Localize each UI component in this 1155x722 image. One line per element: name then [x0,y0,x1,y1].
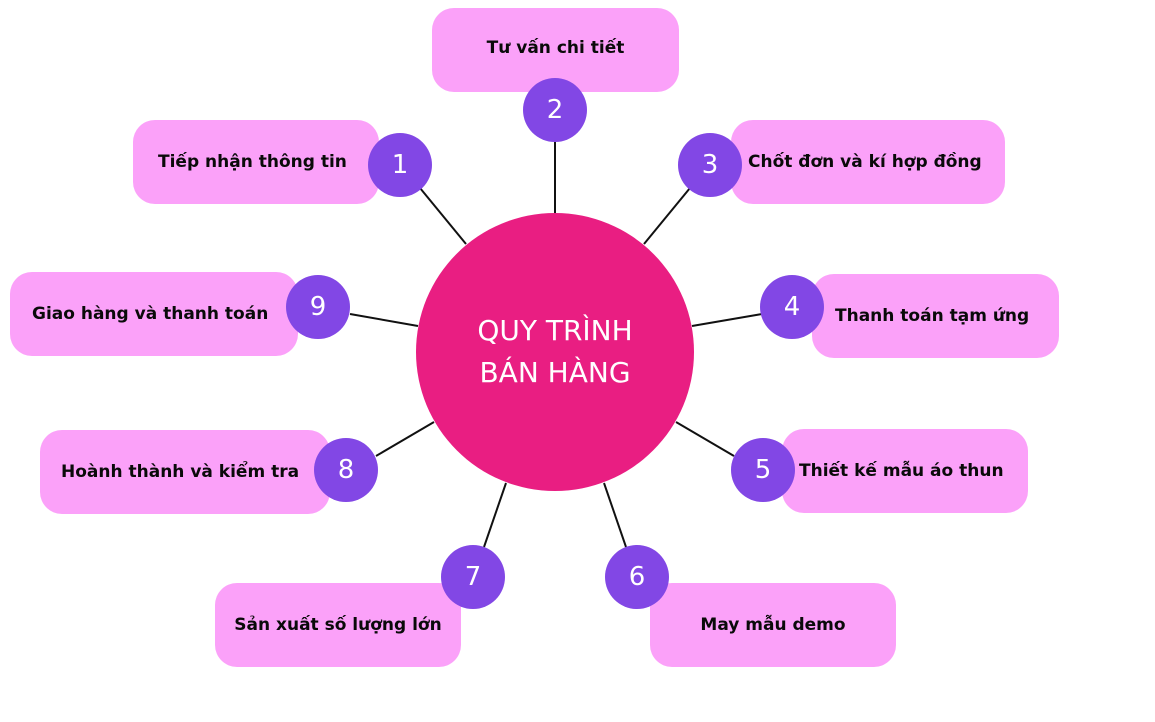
step-6-box: May mẫu demo [650,583,896,667]
connector-9 [349,313,419,327]
connector-6 [603,482,627,548]
connector-1 [419,187,467,245]
connector-4 [691,313,763,327]
step-9-label: Giao hàng và thanh toán [32,304,269,324]
step-9-badge: 9 [286,275,350,339]
step-6-label: May mẫu demo [700,615,846,635]
step-4-box: Thanh toán tạm ứng [812,274,1059,358]
step-9-box: Giao hàng và thanh toán [10,272,298,356]
step-5-box: Thiết kế mẫu áo thun [782,429,1028,513]
step-5-badge: 5 [731,438,795,502]
step-8-badge: 8 [314,438,378,502]
connector-7 [483,482,507,548]
hub-title-line-2: BÁN HÀNG [479,356,631,389]
connector-3 [643,187,691,245]
step-1-badge: 1 [368,133,432,197]
hub-title-line-1: QUY TRÌNH [477,314,633,347]
step-1-label: Tiếp nhận thông tin [158,152,347,172]
connector-8 [375,421,435,457]
step-4-badge: 4 [760,275,824,339]
step-7-badge: 7 [441,545,505,609]
step-8-box: Hoành thành và kiểm tra [40,430,330,514]
step-2-box: Tư vấn chi tiết [432,8,679,92]
step-6-badge: 6 [605,545,669,609]
step-1-box: Tiếp nhận thông tin [133,120,379,204]
step-3-badge: 3 [678,133,742,197]
step-5-label: Thiết kế mẫu áo thun [799,461,1004,481]
step-4-label: Thanh toán tạm ứng [835,306,1030,326]
process-hub: QUY TRÌNH BÁN HÀNG [416,213,694,491]
step-7-label: Sản xuất số lượng lớn [234,615,442,635]
step-2-label: Tư vấn chi tiết [486,38,625,58]
connector-5 [675,421,735,457]
step-2-badge: 2 [523,78,587,142]
step-3-label: Chốt đơn và kí hợp đồng [748,152,982,172]
step-8-label: Hoành thành và kiểm tra [61,462,300,482]
step-3-box: Chốt đơn và kí hợp đồng [731,120,1005,204]
step-7-box: Sản xuất số lượng lớn [215,583,461,667]
